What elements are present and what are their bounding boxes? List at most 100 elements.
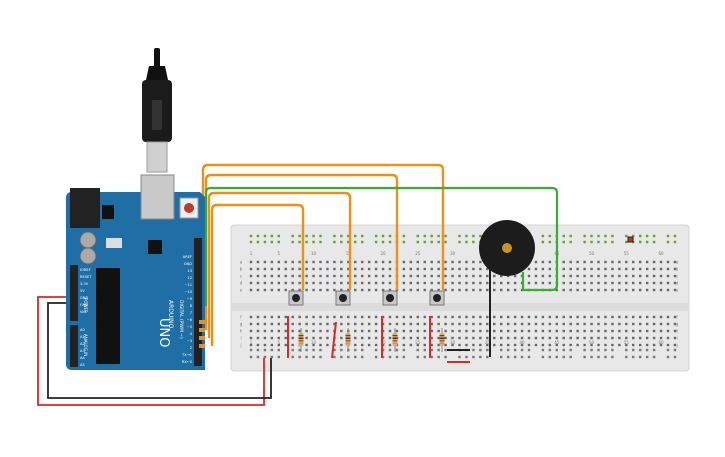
rail-hole [340, 348, 343, 352]
breadboard-hole [270, 274, 274, 278]
resistor-2[interactable] [345, 328, 351, 352]
row-letter: b [240, 267, 243, 272]
row-letter: e [676, 288, 679, 293]
piezo-buzzer[interactable] [479, 220, 535, 276]
breadboard-hole [632, 343, 635, 347]
breadboard-hole [493, 322, 496, 326]
breadboard-hole [298, 329, 301, 333]
push-button-3[interactable] [382, 290, 398, 306]
column-number-bottom: 35 [485, 340, 491, 345]
breadboard-hole [388, 267, 392, 271]
breadboard-hole [465, 329, 468, 333]
rail-hole [541, 234, 545, 238]
wire-pin3-button3[interactable] [204, 173, 399, 330]
rail-hole [611, 348, 614, 352]
rail-hole [444, 234, 447, 238]
breadboard-hole [416, 260, 419, 264]
resistor-body [298, 333, 304, 346]
wire-5v-to-rail[interactable] [37, 296, 265, 406]
push-button-4[interactable] [429, 290, 445, 306]
breadboard-hole [597, 281, 600, 285]
breadboard-hole [569, 315, 572, 319]
breadboard-hole [416, 274, 419, 278]
rail-hole [291, 234, 294, 238]
breadboard-hole [388, 288, 392, 292]
pin-label: ~10 [184, 290, 192, 294]
rail-hole [249, 234, 253, 238]
rail-hole [333, 240, 336, 244]
breadboard-hole [437, 274, 440, 278]
rail-hole [645, 234, 649, 238]
breadboard-hole [374, 260, 378, 264]
rail-hole [597, 240, 600, 244]
breadboard-hole [388, 274, 392, 278]
rail-hole [277, 355, 280, 359]
breadboard-hole [632, 288, 635, 292]
pin-label: 4 [190, 332, 193, 336]
wire-buzzer-signal[interactable] [200, 186, 559, 307]
breadboard-hole [458, 260, 461, 264]
wire-button2-power[interactable] [331, 321, 337, 359]
breadboard-hole [506, 322, 510, 326]
breadboard-hole [437, 260, 440, 264]
usb-strain-relief [146, 66, 168, 80]
rail-hole [673, 348, 677, 352]
breadboard-hole [312, 329, 315, 333]
breadboard-hole [423, 336, 426, 340]
rail-hole [597, 355, 600, 359]
breadboard-hole [569, 281, 572, 285]
breadboard-hole [666, 343, 670, 347]
breadboard-hole [354, 322, 357, 326]
breadboard-hole [291, 274, 294, 278]
row-letter: g [676, 322, 679, 327]
breadboard-hole [340, 274, 343, 278]
breadboard-hole [583, 281, 586, 285]
breadboard-hole [534, 322, 538, 326]
breadboard-hole [388, 343, 392, 347]
rail-hole [249, 240, 253, 244]
breadboard-hole [555, 315, 558, 319]
wire-gnd-to-rail[interactable] [47, 302, 272, 399]
wire-pin2-button4[interactable] [201, 163, 445, 322]
breadboard-hole [611, 267, 614, 271]
wire-pin4-button2[interactable] [207, 191, 352, 338]
breadboard-hole [381, 322, 385, 326]
wire-pin5-button1[interactable] [210, 203, 305, 346]
breadboard-hole [513, 274, 517, 278]
breadboard-hole [555, 288, 558, 292]
rail-hole [548, 234, 552, 238]
column-number-top: 10 [311, 251, 317, 256]
rail-hole [430, 240, 433, 244]
breadboard-hole [500, 336, 503, 340]
breadboard-hole [416, 267, 419, 271]
breadboard-hole [367, 329, 371, 333]
pin-label: ~5 [187, 325, 192, 329]
resistor-1[interactable] [298, 328, 304, 352]
breadboard-hole [430, 315, 433, 319]
breadboard-hole [347, 260, 350, 264]
breadboard-hole [374, 329, 378, 333]
push-button-1[interactable] [288, 290, 304, 306]
breadboard-hole [534, 315, 538, 319]
push-button-2[interactable] [335, 290, 351, 306]
breadboard-hole [305, 274, 308, 278]
breadboard-hole [388, 260, 392, 264]
breadboard-hole [673, 281, 677, 285]
column-number-bottom: 20 [381, 340, 387, 345]
breadboard-hole [270, 322, 274, 326]
row-letter: i [676, 336, 677, 341]
breadboard-hole [423, 267, 426, 271]
voltage-regulator [102, 205, 114, 219]
resistor-3[interactable] [392, 328, 398, 352]
breadboard-hole [548, 336, 552, 340]
breadboard-hole [451, 288, 454, 292]
breadboard-hole [423, 274, 426, 278]
rail-hole [291, 240, 294, 244]
rail-hole [277, 348, 280, 352]
rail-hole [312, 240, 315, 244]
resistor-4[interactable] [439, 328, 445, 352]
rail-hole [402, 355, 406, 359]
breadboard-hole [590, 288, 593, 292]
breadboard-hole [256, 322, 260, 326]
